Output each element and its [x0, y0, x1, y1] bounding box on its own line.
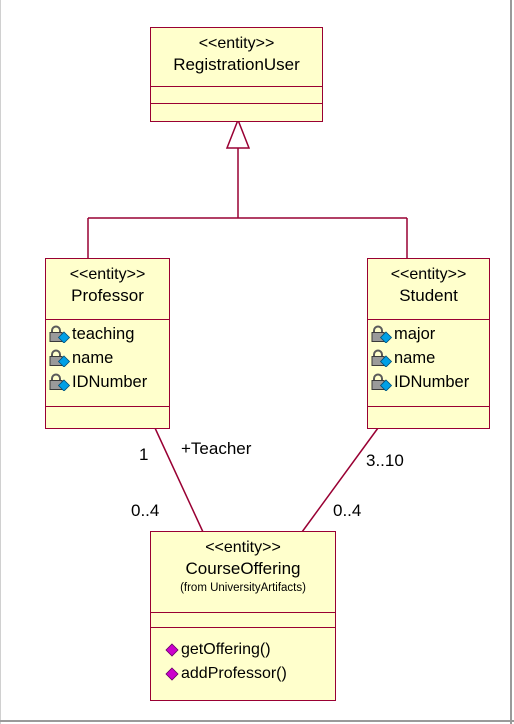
- professor-course-end-multiplicity: 0..4: [131, 501, 160, 520]
- registration-user-name-compartment: <<entity>> RegistrationUser: [151, 28, 322, 87]
- professor-name: Professor: [71, 286, 144, 305]
- professor-attribute-label: name: [72, 349, 114, 367]
- student-stereotype: <<entity>>: [390, 266, 467, 283]
- course-offering-name-compartment: <<entity>> CourseOffering (from Universi…: [151, 532, 335, 613]
- private-attribute-lock-icon: [49, 349, 71, 367]
- professor-attribute-label: IDNumber: [72, 373, 148, 391]
- course-offering-attributes-compartment: [151, 613, 335, 628]
- class-professor[interactable]: <<entity>> Professor teaching name: [45, 258, 170, 429]
- course-offering-name: CourseOffering: [185, 559, 301, 578]
- public-operation-diamond-icon: [165, 643, 179, 657]
- student-attribute[interactable]: major: [368, 322, 489, 346]
- professor-attributes-compartment: teaching name IDNumber: [46, 320, 169, 407]
- student-attribute[interactable]: name: [368, 346, 489, 370]
- professor-end-multiplicity: 1: [139, 445, 149, 464]
- professor-attribute-label: teaching: [72, 325, 135, 343]
- class-course-offering[interactable]: <<entity>> CourseOffering (from Universi…: [150, 531, 336, 701]
- professor-attribute[interactable]: IDNumber: [46, 370, 169, 394]
- registration-user-attributes-compartment: [151, 87, 322, 104]
- student-attribute-label: name: [394, 349, 436, 367]
- private-attribute-lock-icon: [371, 373, 393, 391]
- student-operations-compartment: [368, 407, 489, 427]
- course-offering-operation[interactable]: getOffering(): [151, 638, 335, 662]
- teacher-role-label: +Teacher: [181, 439, 252, 458]
- student-end-multiplicity: 3..10: [366, 451, 404, 470]
- registration-user-stereotype: <<entity>>: [198, 35, 275, 52]
- private-attribute-lock-icon: [49, 373, 71, 391]
- private-attribute-lock-icon: [371, 325, 393, 343]
- professor-attribute[interactable]: teaching: [46, 322, 169, 346]
- professor-operations-compartment: [46, 407, 169, 427]
- course-offering-package-note: (from UniversityArtifacts): [180, 582, 306, 594]
- course-offering-operation[interactable]: addProfessor(): [151, 662, 335, 686]
- registration-user-name: RegistrationUser: [173, 55, 300, 74]
- student-name-compartment: <<entity>> Student: [368, 259, 489, 320]
- public-operation-diamond-icon: [165, 667, 179, 681]
- student-attributes-compartment: major name IDNumber: [368, 320, 489, 407]
- student-name: Student: [399, 286, 458, 305]
- class-registration-user[interactable]: <<entity>> RegistrationUser: [150, 27, 323, 122]
- professor-stereotype: <<entity>>: [69, 266, 146, 283]
- student-course-end-multiplicity: 0..4: [333, 501, 362, 520]
- association-professor-courseoffering: [154, 427, 204, 533]
- generalization-arrowhead: [225, 117, 251, 149]
- student-attribute[interactable]: IDNumber: [368, 370, 489, 394]
- student-attribute-label: major: [394, 325, 436, 343]
- private-attribute-lock-icon: [49, 325, 71, 343]
- professor-name-compartment: <<entity>> Professor: [46, 259, 169, 320]
- window-bottom-edge: [0, 720, 514, 722]
- class-student[interactable]: <<entity>> Student major name: [367, 258, 490, 429]
- private-attribute-lock-icon: [371, 349, 393, 367]
- course-offering-stereotype: <<entity>>: [205, 539, 281, 556]
- registration-user-operations-compartment: [151, 104, 322, 120]
- professor-attribute[interactable]: name: [46, 346, 169, 370]
- window-right-edge: [510, 0, 512, 724]
- course-offering-operation-label: getOffering(): [181, 641, 271, 658]
- course-offering-operations-compartment: getOffering() addProfessor(): [151, 628, 335, 700]
- student-attribute-label: IDNumber: [394, 373, 470, 391]
- association-student-courseoffering: [301, 427, 379, 533]
- window-left-edge: [0, 0, 1, 724]
- course-offering-operation-label: addProfessor(): [181, 665, 287, 682]
